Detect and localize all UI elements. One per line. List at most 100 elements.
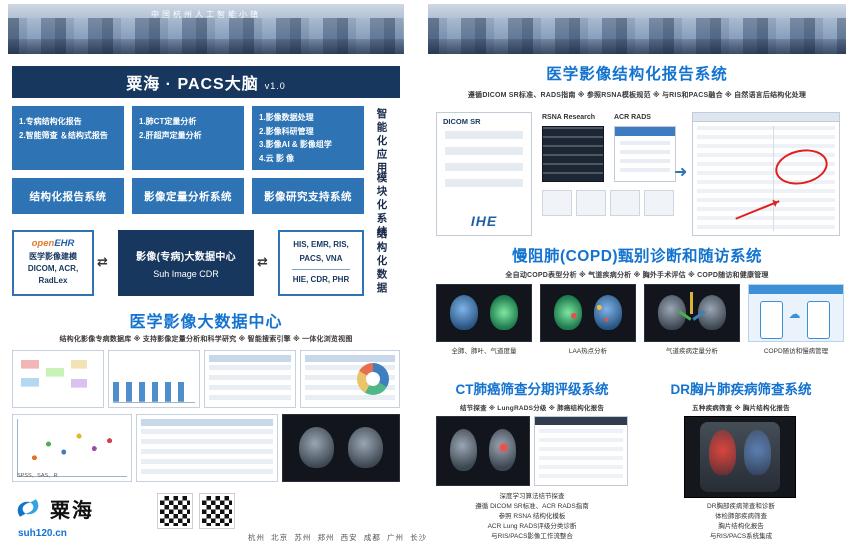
systems-line: HIE, CDR, PHR <box>292 275 350 285</box>
data-center-core-box: 影像(专病)大数据中心 Suh Image CDR <box>118 230 254 296</box>
qr-code <box>158 494 192 528</box>
big-data-features: 结构化影像专病数据库 ※ 支持影像定量分析和科学研究 ※ 智能搜索引擎 ※ 一体… <box>59 336 353 343</box>
copd-thumb-followup-app: ☁ <box>748 284 844 342</box>
phone-mockup <box>807 301 830 340</box>
note-line: 与RIS/PACS系统集成 <box>709 533 773 541</box>
banner-photo-right <box>428 4 846 54</box>
note-line: 胸片结构化报告 <box>718 523 764 531</box>
structured-report-features: 遵循DICOM SR标准、RADS指南 ※ 参照RSNA模板规范 ※ 与RIS和… <box>467 92 807 99</box>
dicom-sr-label: DICOM SR <box>443 117 481 126</box>
brand-url: suh120.cn <box>18 528 67 539</box>
app-box-quantitative: 1.肺CT定量分析 2.肝超声定量分析 <box>132 106 244 170</box>
collage-thumb-histogram <box>108 350 200 408</box>
lung-shape <box>347 426 383 468</box>
thumbnail-graphic <box>113 355 195 403</box>
data-center-systems-box: HIS, EMR, RIS, PACS, VNA HIE, CDR, PHR <box>278 230 364 296</box>
screenshot-body <box>697 126 835 231</box>
rsna-caption: RSNA Research <box>542 114 596 121</box>
lung-shape <box>299 426 335 468</box>
ct-lung-image <box>436 416 530 486</box>
page-right: 医学影像结构化报告系统 遵循DICOM SR标准、RADS指南 ※ 参照RSNA… <box>428 4 846 544</box>
thumbnail-graphic <box>17 419 127 477</box>
donut-hole <box>366 372 380 386</box>
modeling-line: DICOM, ACR, <box>27 263 79 273</box>
blue-overlay <box>744 429 771 475</box>
thumbnail-graphic <box>209 355 291 403</box>
ihe-logo: IHE <box>470 213 498 229</box>
side-label-intelligent-apps: 智能化应用 <box>375 108 388 176</box>
note-line: 遵循 DICOM SR标准、ACR RADS指南 <box>475 503 589 511</box>
report-screenshot <box>692 112 840 236</box>
flow-arrow-icon: ➜ <box>674 164 688 181</box>
brand-name: 粟海 <box>50 499 94 522</box>
systems-line: HIS, EMR, RIS, <box>293 239 349 249</box>
side-label-modular-systems: 模块化系统 <box>375 172 388 240</box>
app-box-line: 1.肺CT定量分析 <box>139 117 197 126</box>
copd-thumb-lobes <box>436 284 532 342</box>
systems-line: PACS, VNA <box>299 253 343 263</box>
exchange-arrow-icon: ⇄ <box>257 254 268 269</box>
structured-report-title: 医学影像结构化报告系统 <box>546 66 728 83</box>
dr-screening-notes: DR胸部疾病筛查和诊断 体检肺部疾病筛查 胸片结构化报告 与RIS/PACS系统… <box>640 502 842 542</box>
collage-thumb-donut <box>300 350 400 408</box>
note-line: DR胸部疾病筛查和诊断 <box>707 503 775 510</box>
collage-thumb-table <box>204 350 296 408</box>
collage-thumb-database <box>12 350 104 408</box>
standards-logos-graphic <box>445 131 523 195</box>
lung-shape <box>489 295 518 330</box>
thumbnail-graphic <box>141 419 273 477</box>
copd-caption: LAA热点分析 <box>568 348 608 355</box>
ct-screening-title: CT肺癌筛查分期评级系统 <box>455 382 609 397</box>
product-header: 粟海 · PACS大脑 v1.0 <box>12 66 400 98</box>
system-box-research-support: 影像研究支持系统 <box>252 178 364 214</box>
red-overlay <box>709 429 736 475</box>
ct-screening-features: 结节探查 ※ LungRADS分级 ※ 肺癌结构化报告 <box>459 405 605 412</box>
ct-screening-notes: 深度学习算法结节探查 遵循 DICOM SR标准、ACR RADS指南 参照 R… <box>432 492 632 542</box>
big-data-section-title: 医学影像大数据中心 <box>129 314 283 331</box>
collage-thumb-report <box>136 414 278 482</box>
openehr-ehr: EHR <box>54 238 75 249</box>
system-box-quantitative: 影像定量分析系统 <box>132 178 244 214</box>
app-box-line: 2.影像科研管理 <box>259 126 314 136</box>
city-list: 杭州 北京 苏州 郑州 西安 成都 广州 长沙 <box>248 533 428 542</box>
note-line: 深度学习算法结节探查 <box>499 493 565 500</box>
copd-features: 全自动COPD表型分析 ※ 气道疾病分析 ※ 胸外手术评估 ※ COPD随访和健… <box>505 272 769 279</box>
app-box-research: 1.影像数据处理 2.影像科研管理 3.影像AI & 影像组学 4.云 影 像 <box>252 106 364 170</box>
modeling-line: 医学影像建模 <box>29 251 77 261</box>
dr-screening-title: DR胸片肺疾病筛查系统 <box>670 382 812 397</box>
page-left: 中国杭州人工智能小镇 粟海 · PACS大脑 v1.0 1.专病结构化报告 2.… <box>8 4 426 544</box>
app-box-line: 4.云 影 像 <box>259 153 295 163</box>
app-box-line: 1.影像数据处理 <box>259 113 314 122</box>
note-line: 与RIS/PACS影像工作流整合 <box>491 533 573 541</box>
dr-screening-features: 五种疾病筛查 ※ 胸片结构化报告 <box>692 405 790 412</box>
note-line: 体检肺部疾病筛查 <box>715 513 767 521</box>
template-mini <box>644 190 674 216</box>
qr-code <box>200 494 234 528</box>
side-label-structured-data: 结构化数据 <box>375 228 388 296</box>
acr-caption: ACR RADS <box>614 114 651 121</box>
cloud-icon: ☁ <box>788 307 801 321</box>
note-line: 参照 RSNA 结构化模板 <box>498 513 566 521</box>
app-box-line: 2.肝超声定量分析 <box>139 130 202 140</box>
openehr-open: open <box>31 238 55 249</box>
modeling-line: RadLex <box>38 275 68 285</box>
brand-logo-row: 粟海 <box>12 492 94 524</box>
phone-mockup <box>760 301 783 340</box>
suhai-logo-icon <box>17 499 39 517</box>
template-mini <box>576 190 606 216</box>
dicom-sr-panel: DICOM SR IHE <box>436 112 532 236</box>
screenshot-collage: SPSS、SAS、R <box>12 350 400 486</box>
app-box-structured-report: 1.专病结构化报告 2.智能筛查 ＆结构式报告 <box>12 106 124 170</box>
exchange-arrow-icon: ⇄ <box>97 254 108 269</box>
banner-photo-left: 中国杭州人工智能小镇 <box>8 4 404 54</box>
copd-caption: 全肺、肺叶、气道度量 <box>451 348 517 355</box>
copd-caption: COPD随访和慢病管理 <box>763 348 829 355</box>
nodule-marker <box>499 444 507 452</box>
template-mini <box>610 190 640 216</box>
app-box-line: 3.影像AI & 影像组学 <box>259 140 332 150</box>
hotspot-dots <box>541 285 635 341</box>
app-box-line: 2.智能筛查 ＆结构式报告 <box>19 130 108 140</box>
copd-caption: 气道疾病定量分析 <box>666 348 718 355</box>
lung-shape <box>450 295 479 330</box>
